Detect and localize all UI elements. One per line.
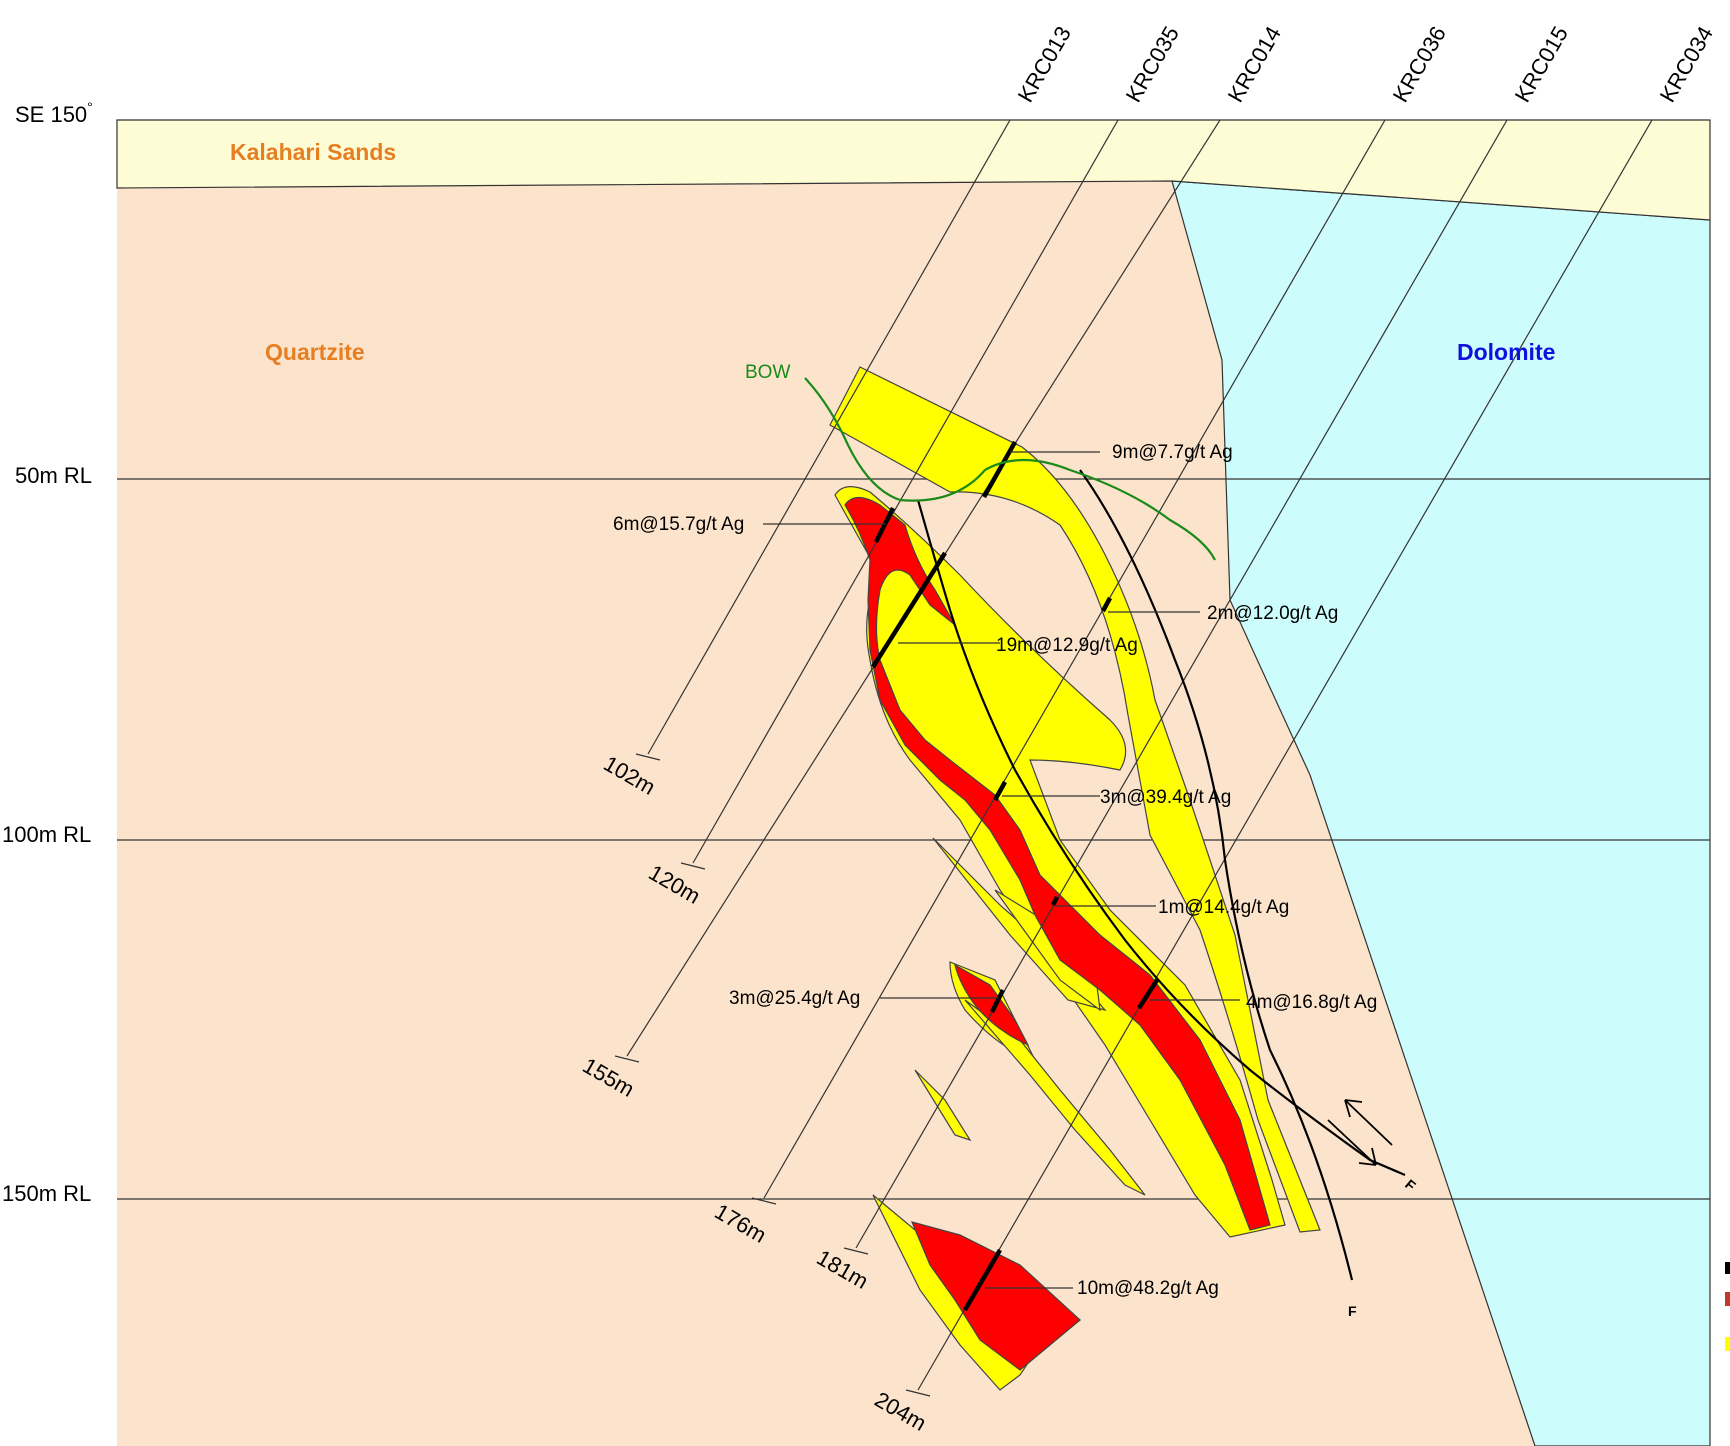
intercept-segments: [871, 440, 1159, 1312]
leader-lines: [763, 451, 1240, 1289]
fault-arrow-up-icon: [1344, 1099, 1393, 1146]
dolomite-unit: [1171, 180, 1711, 1446]
drillhole-krc035-trace: [692, 119, 1119, 864]
halo-sliver-4: [914, 1069, 972, 1142]
eoh-tick-krc015: [843, 1247, 869, 1255]
drillhole-id-krc036: KRC036: [1388, 22, 1451, 107]
orientation-label: SE 150°: [15, 99, 93, 127]
legend-swatch-black: [1725, 1262, 1730, 1274]
unit-label-dolomite: Dolomite: [1457, 339, 1555, 365]
faults: [916, 469, 1406, 1281]
drillhole-id-krc015: KRC015: [1510, 22, 1573, 107]
intercept-seg-3m-a: [993, 780, 1007, 802]
eoh-tick-krc036: [751, 1197, 777, 1205]
drillhole-krc034-trace: [917, 119, 1653, 1391]
rl-label-150: 150m RL: [2, 1181, 91, 1206]
intercept-seg-10m: [963, 1248, 1002, 1312]
intercept-seg-2m: [1101, 596, 1112, 613]
bow-line: [804, 377, 1216, 561]
intercept-seg-3m-b: [989, 988, 1006, 1014]
fault-line-1: [916, 499, 1406, 1177]
intercept-label-1m: 1m@14.4g/t Ag: [1158, 897, 1289, 918]
intercept-label-4m: 4m@16.8g/t Ag: [1246, 992, 1377, 1013]
drillhole-id-krc013: KRC013: [1013, 22, 1076, 107]
eoh-tick-krc035: [680, 862, 706, 870]
eoh-tick-krc034: [905, 1389, 931, 1397]
halo-sliver-3: [964, 999, 1146, 1196]
intercept-label-10m: 10m@48.2g/t Ag: [1077, 1278, 1219, 1299]
drillhole-krc036-trace: [763, 119, 1386, 1199]
intercept-label-3m-a: 3m@39.4g/t Ag: [1100, 787, 1231, 808]
high-grade-small-lens: [954, 963, 1030, 1047]
fault-line-2: [1079, 469, 1354, 1281]
fault-label-f2: F: [1348, 1303, 1357, 1319]
mineralisation-high-grade: [844, 496, 1271, 1371]
intercept-seg-4m: [1137, 978, 1159, 1010]
unit-label-kalahari: Kalahari Sands: [230, 139, 396, 165]
intercept-seg-6m: [873, 506, 896, 544]
intercept-label-2m: 2m@12.0g/t Ag: [1207, 603, 1338, 624]
halo-upper-zone: [829, 366, 1321, 1233]
intercept-label-3m-b: 3m@25.4g/t Ag: [729, 988, 860, 1009]
legend-fragment: [1725, 1262, 1730, 1351]
intercept-seg-1m: [1050, 895, 1060, 907]
intercept-label-6m: 6m@15.7g/t Ag: [613, 514, 744, 535]
drillhole-id-krc034: KRC034: [1655, 22, 1718, 107]
fault-arrows: [1327, 1099, 1393, 1166]
rl-label-50: 50m RL: [15, 463, 92, 488]
drillhole-krc015-trace: [855, 119, 1508, 1249]
fault-arrow-down-icon: [1327, 1119, 1377, 1166]
drillhole-id-krc035: KRC035: [1121, 22, 1184, 107]
high-grade-upper-lens: [844, 496, 1271, 1231]
intercept-label-9m: 9m@7.7g/t Ag: [1112, 442, 1233, 463]
eoh-tick-krc014: [614, 1055, 640, 1063]
rl-label-100: 100m RL: [2, 822, 91, 847]
intercept-seg-9m: [982, 440, 1017, 499]
legend-swatch-red: [1725, 1292, 1730, 1306]
geology-units: [116, 119, 1711, 1446]
eoh-tick-krc013: [635, 753, 661, 761]
intercept-label-19m: 19m@12.9g/t Ag: [996, 635, 1138, 656]
high-grade-lower-lens: [910, 1221, 1081, 1371]
unit-label-quartzite: Quartzite: [265, 339, 365, 365]
kalahari-sands-unit: [116, 119, 1711, 221]
drillhole-krc013-trace: [647, 119, 1011, 755]
degree-symbol: °: [87, 99, 93, 115]
intercept-seg-19m: [871, 551, 947, 669]
legend-swatch-yellow: [1725, 1337, 1730, 1351]
drillhole-id-krc014: KRC014: [1223, 22, 1286, 107]
bow-label: BOW: [745, 362, 790, 383]
